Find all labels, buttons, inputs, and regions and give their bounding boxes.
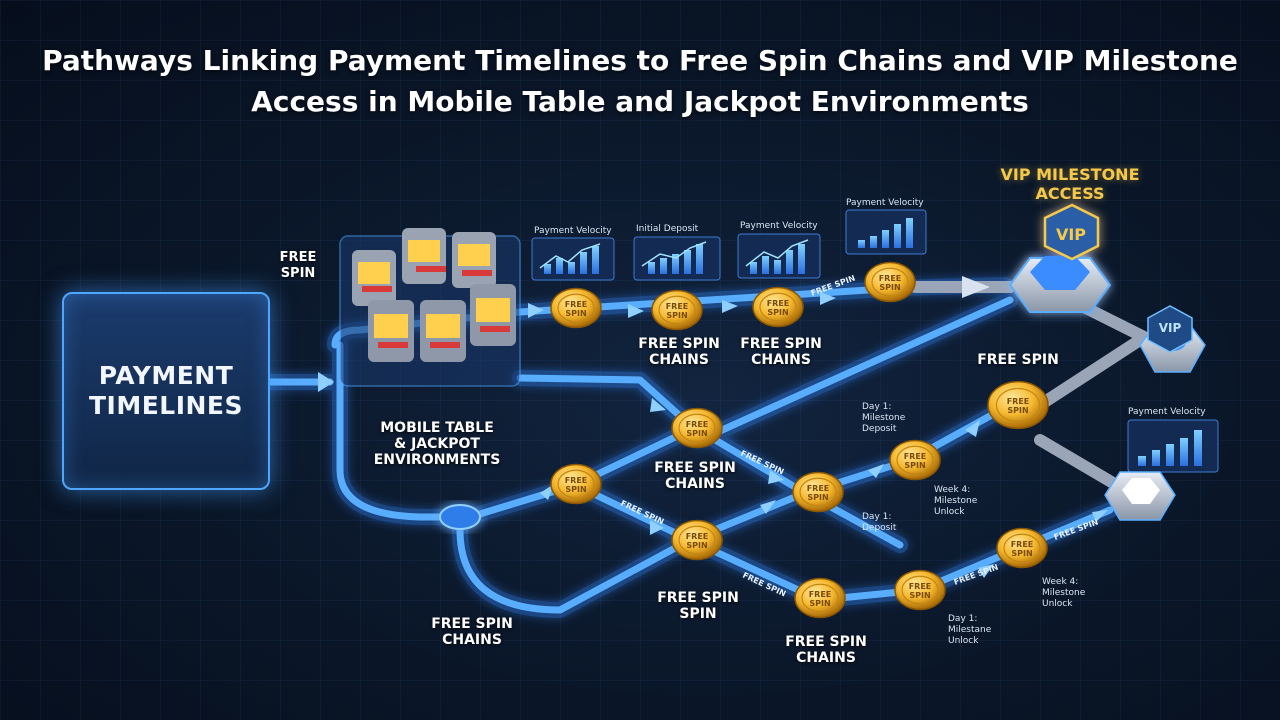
vip-main-node [1008,203,1112,313]
coin-label: SPIN [686,541,707,550]
coin-label: SPIN [565,485,586,494]
vip-badge-main: VIP [1056,225,1086,244]
chart-card-5 [1127,419,1219,473]
coin-label: SPIN [767,308,788,317]
chart-card-3 [737,233,821,279]
coin-label: SPIN [686,429,707,438]
coin-label: FREE [1011,540,1034,549]
coin-label: FREE [904,452,927,461]
chains-label-2: FREE SPIN CHAINS [740,336,822,368]
annotation-day1-deposit: Day 1: Milestone Deposit [862,402,906,434]
payment-timelines-box[interactable]: PAYMENT TIMELINES [62,292,270,490]
coin-label: SPIN [909,591,930,600]
coin-label: SPIN [879,283,900,292]
free-spin-spin-label: FREE SPIN SPIN [657,590,739,622]
free-spin-mid-label: FREE SPIN [977,352,1059,368]
chains-bottom-left-label: FREE SPIN CHAINS [431,616,513,648]
velocity-charts [531,209,1219,473]
coin-label: SPIN [1007,406,1028,415]
coin-label: FREE [565,300,588,309]
vip-nodes: VIP VIP [439,203,1206,530]
chart-card-2 [633,236,721,281]
free-spin-coins: FREESPINFREESPINFREESPINFREESPINFREESPIN… [550,261,1049,619]
annotation-week4-unlock-2: Week 4: Milestone Unlock [1042,577,1086,609]
coin-label: FREE [686,532,709,541]
chart-title-3: Payment Velocity [740,221,818,231]
vip-badge-secondary: VIP [1159,321,1182,335]
coin-label: FREE [767,299,790,308]
chart-title-1: Payment Velocity [534,226,612,236]
junction-node-white [1104,471,1176,521]
slot-machine-icon [352,228,516,362]
coin-label: FREE [807,484,830,493]
chart-title-2: Initial Deposit [636,224,699,234]
arrow-heads [318,276,1108,578]
chart-card-1 [531,237,615,281]
coin-label: SPIN [807,493,828,502]
coin-label: SPIN [565,309,586,318]
coin-label: SPIN [904,461,925,470]
junction-node-blue [439,504,481,530]
page-title: Pathways Linking Payment Timelines to Fr… [42,44,1238,118]
chains-label-1: FREE SPIN CHAINS [638,336,720,368]
coin-label: SPIN [809,599,830,608]
slot-machines [339,228,521,387]
annotation-day1-unlock: Day 1: Milestane Unlock [948,614,992,646]
vip-milestone-title: VIP MILESTONE ACCESS [1000,165,1140,203]
chains-bottom-label: FREE SPIN CHAINS [785,634,867,666]
coin-label: FREE [909,582,932,591]
coin-label: FREE [686,420,709,429]
free-spin-top-label: FREE SPIN [279,250,317,281]
coin-label: FREE [809,590,832,599]
payment-timelines-label: PAYMENT TIMELINES [88,361,244,420]
vip-secondary-node [1139,305,1206,373]
chart-title-5: Payment Velocity [1128,407,1206,417]
annotation-day1: Day 1: Deposit [862,512,897,533]
coin-label: FREE [1007,397,1030,406]
coin-label: FREE [565,476,588,485]
chart-title-4: Payment Velocity [846,198,924,208]
mobile-environment-label: MOBILE TABLE & JACKPOT ENVIRONMENTS [373,420,501,468]
chains-label-3: FREE SPIN CHAINS [654,460,736,492]
annotation-week4-unlock: Week 4: Milestone Unlock [934,485,978,517]
coin-label: SPIN [1011,549,1032,558]
coin-label: FREE [666,302,689,311]
coin-label: SPIN [666,311,687,320]
coin-label: FREE [879,274,902,283]
chart-card-4 [845,209,927,255]
